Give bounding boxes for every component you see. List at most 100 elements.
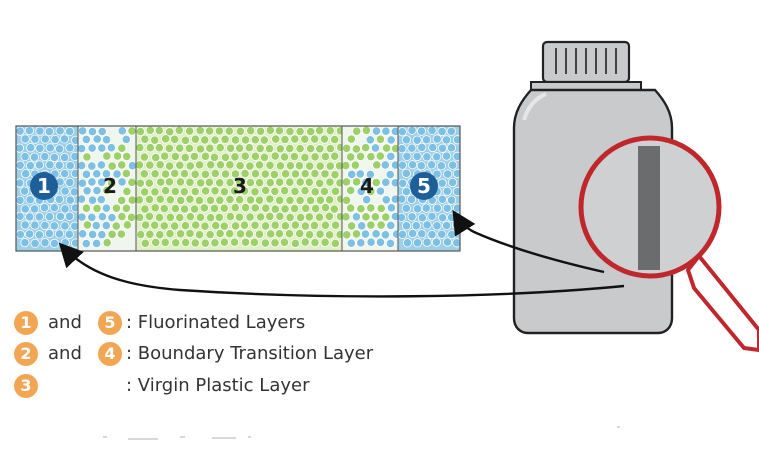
particle-dot [240,168,250,179]
particle-dot [179,169,190,179]
particle-dot [290,169,301,179]
particle-dot [82,152,92,162]
particle-dot [107,161,117,171]
particle-dot [145,229,155,239]
particle-dot [260,221,271,231]
particle-dot [70,221,78,231]
particle-dot [270,151,280,161]
particle-dot [330,151,340,161]
particle-dot [122,151,132,161]
particle-dot [49,238,60,248]
particle-dot [422,220,432,230]
particle-dot [185,212,195,222]
particle-dot [122,220,132,230]
particle-dot [180,135,191,145]
particle-dot [229,186,240,196]
particle-dot [16,160,25,170]
particle-dot [381,143,392,153]
particle-dot [150,135,160,145]
dots-region [136,126,342,249]
particle-dot [314,126,325,136]
particle-dot [87,195,98,205]
particle-dot [40,151,50,162]
particle-dot [204,177,214,187]
particle-dot [255,212,266,222]
particle-dot [265,160,275,170]
layer-5-label: 5 [417,174,431,198]
particle-dot [279,237,290,247]
particle-dot [164,177,175,187]
particle-dot [347,169,357,179]
particle-dot [140,204,150,214]
particle-dot [402,151,412,161]
particle-dot [427,211,437,221]
particle-dot [205,229,215,240]
particle-dot [408,228,418,239]
particle-dot [355,151,366,162]
particle-dot [206,160,216,170]
particle-dot [310,238,320,248]
particle-dot [320,151,330,162]
particle-dot [175,229,186,239]
particle-dot [200,135,210,145]
particle-dot [92,238,102,249]
particle-dot [20,220,30,230]
particle-dot [342,212,351,222]
layer-1-label: 1 [37,174,51,198]
particle-dot [452,168,460,179]
particle-dot [20,204,30,214]
particle-dot [254,229,265,239]
legend-label-boundary: : Boundary Transition Layer [126,343,374,364]
particle-dot [452,151,460,161]
particle-dot [446,126,456,136]
particle-dot [452,186,460,197]
particle-dot [117,143,127,153]
particle-dot [432,221,442,231]
particle-dot [160,237,170,247]
particle-dot [136,143,145,153]
particle-dot [194,195,205,206]
particle-dot [214,212,224,222]
particle-dot [275,177,285,187]
legend-badge-4: 4 [98,342,122,366]
particle-dot [356,204,366,214]
particle-dot [179,187,189,197]
particle-dot [375,134,386,144]
particle-dot [407,143,417,153]
particle-dot [150,220,160,230]
particle-dot [432,169,442,179]
particle-dot [45,143,55,153]
particle-dot [306,143,316,154]
particle-dot [330,170,340,180]
particle-dot [60,152,70,162]
particle-dot [171,238,181,248]
particle-dot [121,134,131,145]
particle-dot [300,169,310,179]
particle-dot [355,169,365,179]
particle-dot [401,186,412,197]
particle-dot [185,194,195,204]
particle-dot [78,126,88,136]
particle-dot [240,135,251,145]
particle-dot [185,177,195,187]
particle-dot [97,126,107,137]
particle-dot [44,212,55,222]
particle-dot [71,135,78,145]
particle-dot [295,228,305,239]
particle-dot [127,126,136,136]
particle-dot [357,221,367,231]
particle-dot [375,151,385,161]
particle-dot [244,143,254,153]
particle-dot [342,143,352,153]
particle-dot [91,220,101,231]
particle-dot [195,144,206,154]
particle-dot [245,212,255,222]
particle-dot [35,143,45,153]
particle-dot [136,160,145,170]
layer-4-label: 4 [360,174,374,198]
legend-row-2: 2 and 4 : Boundary Transition Layer [14,342,494,370]
particle-dot [325,177,335,187]
particle-dot [39,203,50,213]
particle-dot [87,143,97,153]
particle-dot [164,161,175,171]
